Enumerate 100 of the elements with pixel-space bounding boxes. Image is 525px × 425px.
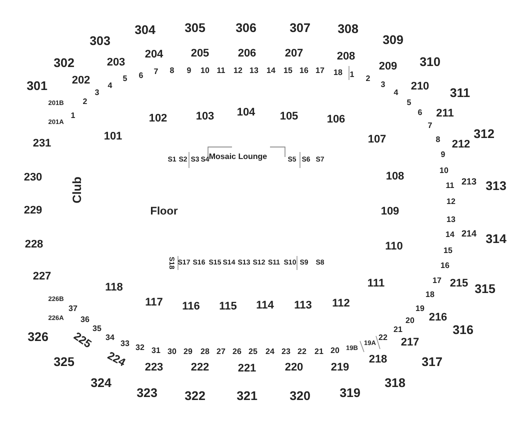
row-number: 8 [436,136,440,144]
section-number: 321 [236,390,258,402]
section-number: 108 [386,172,404,182]
row-number: 13 [446,216,456,224]
section-number: 316 [452,324,474,336]
row-number: 33 [120,340,130,348]
section-number: 318 [384,376,406,390]
section-number: 107 [368,134,386,146]
row-number: 19 [416,305,424,313]
section-number: 206 [238,48,256,60]
row-number: 18 [334,69,342,77]
section-number: 308 [338,22,358,36]
row-number: 6 [138,72,144,80]
row-number: 11 [446,182,454,190]
row-number: 18 [426,291,434,299]
row-number: 21 [314,348,324,356]
section-number: 101 [104,132,122,142]
row-number: 4 [108,82,112,90]
section-number: 304 [134,24,156,36]
row-number: 15 [444,247,452,255]
section-number: 310 [420,56,440,68]
row-number: 22 [298,348,306,356]
section-number: 209 [378,62,398,72]
section-number: 221 [238,364,256,374]
section-number: 324 [90,376,112,390]
row-number: 35 [92,325,102,333]
section-number: 307 [290,22,310,34]
row-number: 9 [186,67,192,75]
section-number: 320 [290,390,310,402]
row-number: 7 [154,68,158,76]
section-number: 113 [294,300,312,312]
row-number: 16 [440,262,450,270]
section-number: 118 [105,282,123,294]
section-number: 214 [461,230,477,238]
row-number: 30 [168,348,176,356]
row-number: 15 [284,67,292,75]
section-number: 205 [190,48,210,60]
section-number: 303 [90,34,110,48]
section-number: 102 [148,114,168,124]
row-number: 3 [380,81,386,89]
row-number: 17 [432,277,442,285]
section-number: 213 [461,178,477,186]
row-number: 7 [428,122,432,130]
row-number: 2 [366,75,370,83]
section-number: 306 [236,22,256,34]
section-number: 311 [450,86,470,100]
section-number: 208 [336,52,356,62]
section-number: 211 [436,108,454,120]
section-number: 224 [105,350,127,370]
row-number: 5 [122,75,128,83]
row-number: 21 [394,326,402,334]
row-number: 12 [446,198,456,206]
section-number: 210 [410,82,430,92]
section-number: 111 [367,278,385,290]
section-number: 227 [32,272,52,282]
section-number: 309 [382,34,404,46]
section-number: 109 [380,206,400,218]
section-number: 116 [182,302,200,312]
section-number: 218 [368,354,388,366]
section-number: 105 [280,112,298,122]
row-number: 17 [316,67,324,75]
section-number: 104 [236,108,256,118]
row-number: 26 [232,348,242,356]
row-number: 4 [394,89,398,97]
row-number: 14 [446,231,454,239]
section-number: 225 [71,331,93,351]
section-number: 312 [474,128,494,140]
section-number: 323 [136,386,158,400]
row-number: 23 [282,348,290,356]
row-number: 1 [350,71,354,79]
row-number: 25 [248,348,258,356]
row-number: 5 [406,99,412,107]
row-number: 6 [418,109,422,117]
section-number: 219 [330,362,350,374]
section-number: 204 [144,50,164,60]
row-number: 10 [200,67,210,75]
row-number: 20 [406,317,414,325]
section-number: 223 [144,362,164,374]
section-number: 314 [486,232,506,246]
area-label: Mosaic Lounge [208,153,268,161]
section-number: 313 [486,180,506,192]
row-number: 34 [106,334,114,342]
row-number: 10 [440,167,448,175]
section-number: 230 [24,172,42,184]
row-number: 20 [330,347,340,355]
section-number: 115 [219,302,237,312]
row-number: 12 [234,67,242,75]
section-number: 207 [284,48,304,60]
section-number: 220 [284,362,304,374]
section-number: 228 [24,240,44,250]
row-number: 8 [170,67,174,75]
section-number: 319 [340,386,360,400]
row-number: 22 [378,334,388,342]
row-number: 28 [200,348,210,356]
row-number: 16 [300,67,308,75]
section-number: 117 [145,298,163,308]
section-number: 114 [256,300,274,312]
section-number: 202 [72,76,90,86]
row-number: 32 [136,344,144,352]
section-number: 222 [190,362,210,374]
